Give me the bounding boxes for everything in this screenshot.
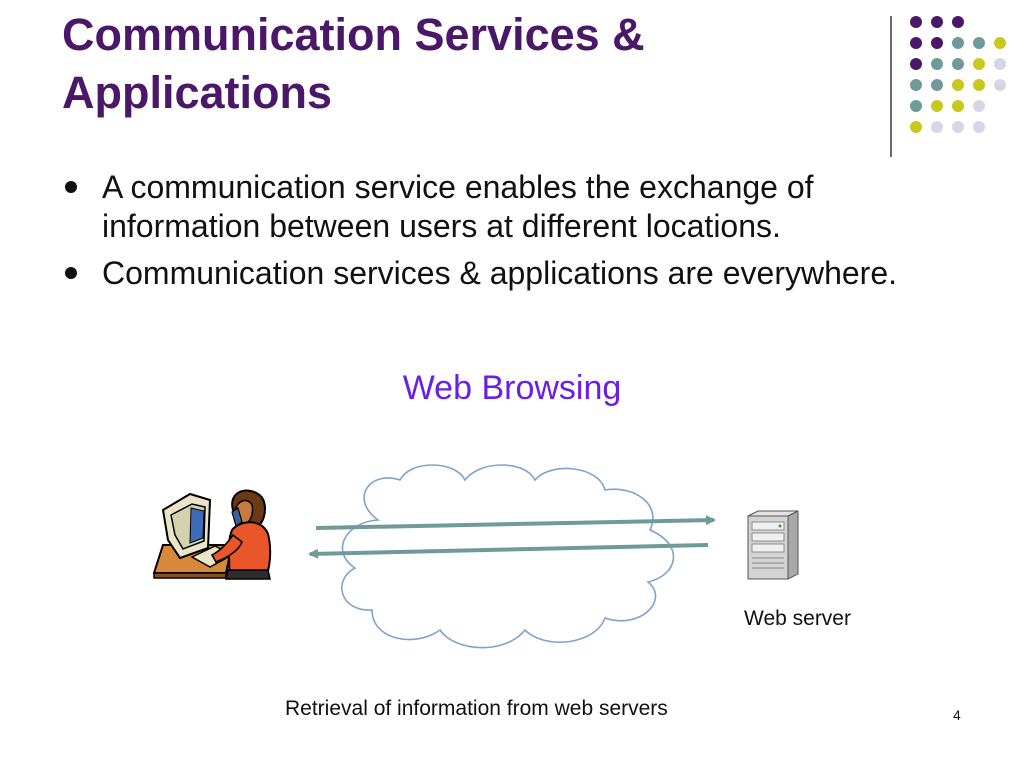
response-arrow bbox=[308, 543, 709, 559]
grid-dot bbox=[952, 58, 964, 70]
grid-dot bbox=[952, 16, 964, 28]
bullet-text: A communication service enables the exch… bbox=[102, 169, 814, 244]
grid-dot bbox=[910, 100, 922, 112]
server-caption: Web server bbox=[744, 607, 851, 630]
grid-dot bbox=[910, 16, 922, 28]
grid-dot bbox=[910, 121, 922, 133]
grid-dot bbox=[952, 37, 964, 49]
grid-dot bbox=[973, 121, 985, 133]
bullet-item: Communication services & applications ar… bbox=[62, 254, 942, 293]
bullet-dot-icon bbox=[65, 181, 77, 193]
diagram-caption: Retrieval of information from web server… bbox=[285, 697, 668, 720]
title-line-2: Applications bbox=[62, 67, 333, 118]
bullet-dot-icon bbox=[65, 267, 77, 279]
tower-server-icon bbox=[747, 510, 799, 580]
diagram-heading: Web Browsing bbox=[402, 369, 622, 407]
slide-title: Communication Services & Applications bbox=[62, 6, 862, 122]
grid-dot bbox=[931, 121, 943, 133]
grid-dot bbox=[973, 37, 985, 49]
grid-dot bbox=[910, 79, 922, 91]
person-at-computer-on-phone-icon bbox=[152, 489, 272, 580]
grid-dot bbox=[952, 100, 964, 112]
grid-dot bbox=[973, 100, 985, 112]
grid-dot bbox=[931, 58, 943, 70]
decorative-dot-grid bbox=[910, 16, 1006, 133]
bullet-item: A communication service enables the exch… bbox=[62, 168, 942, 246]
grid-dot bbox=[931, 100, 943, 112]
grid-dot bbox=[910, 37, 922, 49]
title-divider bbox=[890, 16, 892, 157]
grid-dot bbox=[910, 58, 922, 70]
request-arrow bbox=[315, 515, 716, 530]
cloud-icon bbox=[341, 464, 675, 649]
grid-dot bbox=[973, 58, 985, 70]
grid-dot bbox=[994, 79, 1006, 91]
grid-dot bbox=[931, 79, 943, 91]
grid-dot bbox=[931, 16, 943, 28]
grid-dot bbox=[994, 58, 1006, 70]
bullet-text: Communication services & applications ar… bbox=[102, 255, 898, 291]
page-number: 4 bbox=[953, 707, 961, 723]
grid-dot bbox=[952, 121, 964, 133]
grid-dot bbox=[952, 79, 964, 91]
title-line-1: Communication Services & bbox=[62, 9, 645, 60]
grid-dot bbox=[973, 79, 985, 91]
grid-dot bbox=[994, 37, 1006, 49]
bullet-list: A communication service enables the exch… bbox=[62, 168, 942, 301]
grid-dot bbox=[931, 37, 943, 49]
